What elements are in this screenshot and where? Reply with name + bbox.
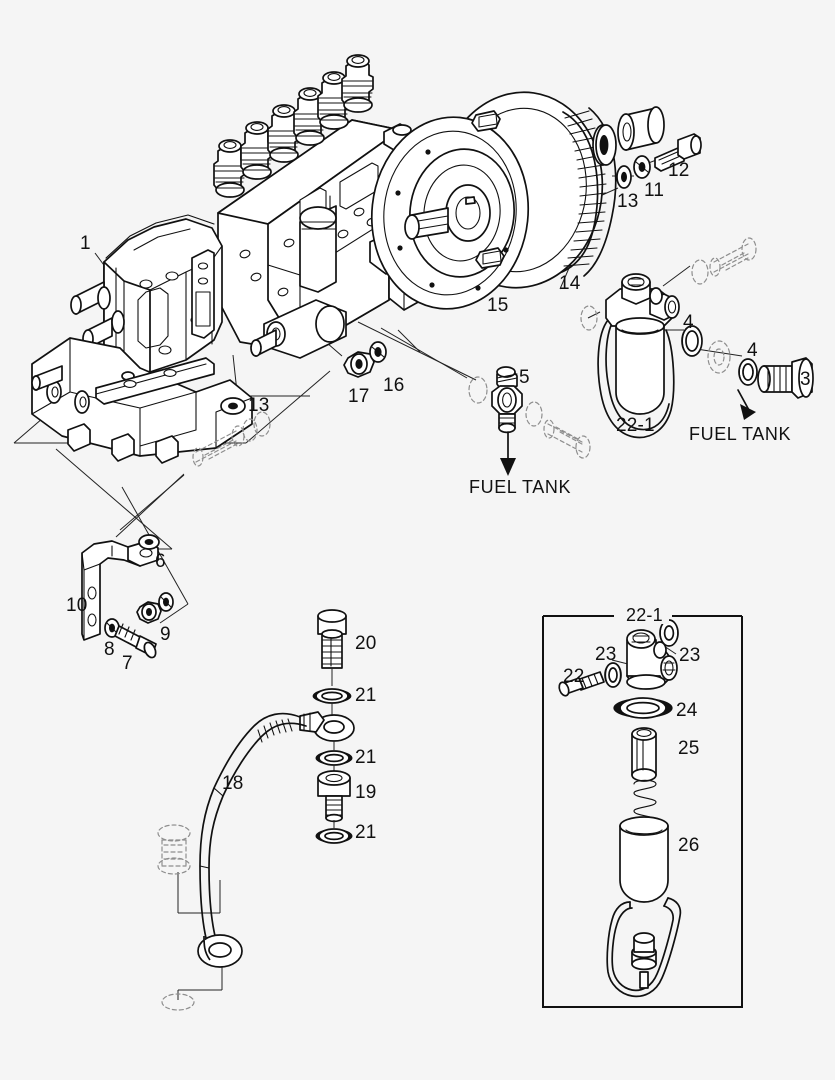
injection-pump-body [31, 54, 437, 464]
callout-22-1: 22-1 [616, 415, 655, 436]
feed-pump-head [626, 629, 678, 690]
detail-panel-frame [542, 615, 743, 1008]
callout-16: 16 [383, 375, 405, 396]
fuel-tank-annotation-left: FUEL TANK [469, 477, 572, 497]
nut-17 [343, 351, 375, 378]
phantom-bolt-pipe [157, 824, 191, 875]
phantom-bolt-base [192, 411, 271, 467]
callout-6: 6 [155, 551, 166, 572]
callout-23-left: 23 [595, 644, 617, 665]
callout-9: 9 [160, 624, 171, 645]
callout-25: 25 [678, 738, 700, 759]
washer-13 [616, 165, 632, 189]
element-25 [631, 727, 657, 821]
feed-pump-22-1 [580, 237, 814, 439]
callout-11: 11 [644, 180, 665, 201]
callout-21c: 21 [355, 822, 377, 843]
callout-12: 12 [668, 160, 690, 181]
spacer-sleeve [617, 106, 665, 151]
callout-4a: 4 [683, 312, 694, 333]
hollow-bolt-3 [757, 357, 814, 399]
callout-14: 14 [559, 273, 581, 294]
gasket-4a [681, 325, 703, 357]
lockwasher-11 [633, 155, 651, 179]
cup-26 [619, 816, 669, 903]
washer-large [592, 124, 617, 166]
bolt-12 [654, 133, 702, 172]
gasket-21a [312, 688, 352, 704]
callout-21b: 21 [355, 747, 377, 768]
oring-24 [613, 697, 673, 719]
callout-3: 3 [800, 369, 811, 390]
callout-13-gear: 13 [617, 191, 639, 212]
bolt-7 [114, 623, 157, 659]
drive-coupling-assembly [370, 91, 617, 310]
washer-6 [138, 534, 160, 550]
gasket-21c [315, 828, 353, 844]
bracket-assembly [81, 534, 174, 659]
callout-4b: 4 [747, 340, 758, 361]
gasket-23-left [604, 662, 622, 688]
callout-13-base: 13 [248, 395, 270, 416]
callout-17: 17 [348, 386, 370, 407]
lockwasher-16 [369, 341, 387, 363]
callout-10: 10 [66, 595, 88, 616]
pipe-eye-upper [299, 711, 355, 742]
callout-1: 1 [80, 233, 91, 254]
callout-24: 24 [676, 700, 698, 721]
hollow-bolt-20 [317, 609, 347, 686]
nut-washer-9 [136, 592, 174, 624]
callout-15: 15 [487, 295, 509, 316]
coupling-hardware [592, 106, 702, 189]
detail-panel-contents [558, 619, 682, 998]
retainer-bail [606, 897, 682, 998]
callout-21a: 21 [355, 685, 377, 706]
callout-7: 7 [122, 653, 133, 674]
callout-5: 5 [519, 367, 530, 388]
bolt-22 [558, 671, 605, 697]
banjo-fitting-5 [468, 366, 591, 476]
callout-18: 18 [222, 773, 244, 794]
delivery-valve-holders [213, 54, 374, 198]
fuel-pipe-18 [197, 712, 307, 968]
callout-22: 22 [563, 666, 585, 687]
gasket-21b [315, 750, 353, 766]
washer-13-base [220, 397, 246, 415]
fuel-tank-annotation-right: FUEL TANK [689, 424, 792, 444]
gasket-23-right [659, 619, 679, 647]
callout-23-right: 23 [679, 645, 701, 666]
callout-8: 8 [104, 639, 115, 660]
nut-lockwasher-group [343, 341, 387, 378]
fuel-pipe-assembly [157, 609, 355, 1011]
callout-26: 26 [678, 835, 700, 856]
gear-teeth [561, 107, 617, 277]
callout-20: 20 [355, 633, 377, 654]
gasket-4b [738, 358, 758, 386]
detail-panel-title: 22-1 [620, 606, 669, 624]
hollow-screw-19 [317, 770, 351, 823]
callout-19: 19 [355, 782, 377, 803]
